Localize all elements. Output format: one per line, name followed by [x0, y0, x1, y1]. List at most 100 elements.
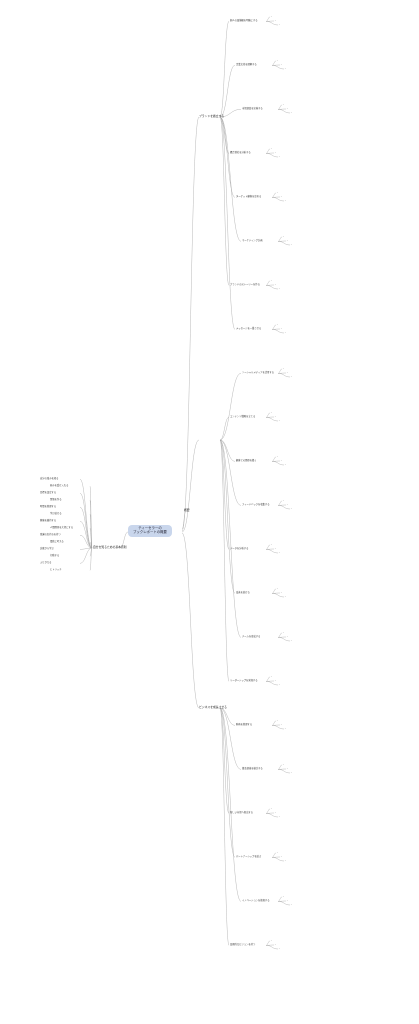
branch-growth[interactable]: ビジネスを成長させる — [199, 705, 227, 709]
leaf-node[interactable]: ・ — [282, 499, 285, 502]
leaf-node[interactable]: ・ — [284, 859, 287, 862]
leaf-node[interactable]: ・ — [278, 683, 281, 686]
leaf-node[interactable]: ・ — [278, 419, 281, 422]
left-node[interactable]: 失敗から学ぶ — [40, 547, 54, 550]
left-node[interactable]: ヒトリッチ — [50, 568, 62, 571]
right-node[interactable]: 長期的なビジョンを持つ — [230, 943, 256, 946]
leaf-node[interactable]: ・ — [280, 195, 283, 198]
left-node[interactable]: 弱みを受け入れる — [50, 484, 69, 487]
leaf-node[interactable]: ・ — [274, 19, 277, 22]
leaf-node[interactable]: ・ — [290, 507, 293, 510]
leaf-node[interactable]: ・ — [278, 815, 281, 818]
right-node[interactable]: ブランドのストーリーを作る — [230, 283, 260, 286]
leaf-node[interactable]: ・ — [270, 411, 273, 414]
leaf-node[interactable]: ・ — [280, 459, 283, 462]
right-node[interactable]: マーケティング計画 — [242, 239, 263, 242]
leaf-node[interactable]: ・ — [274, 547, 277, 550]
leaf-node[interactable]: ・ — [290, 375, 293, 378]
leaf-node[interactable]: ・ — [274, 943, 277, 946]
leaf-node[interactable]: ・ — [280, 327, 283, 330]
left-node[interactable]: 柔軟に考える — [50, 540, 64, 543]
leaf-node[interactable]: ・ — [270, 675, 273, 678]
leaf-node[interactable]: ・ — [286, 503, 289, 506]
right-node[interactable]: 資金調達を検討する — [242, 767, 263, 770]
leaf-node[interactable]: ・ — [274, 151, 277, 154]
leaf-node[interactable]: ・ — [286, 239, 289, 242]
root-node[interactable]: ティーセラーの ブックレポートの概要 — [128, 525, 172, 537]
leaf-node[interactable]: ・ — [290, 903, 293, 906]
left-node[interactable]: ふりかえる — [40, 561, 52, 564]
leaf-node[interactable]: ・ — [282, 103, 285, 106]
leaf-node[interactable]: ・ — [276, 455, 279, 458]
right-node[interactable]: 財務を管理する — [236, 723, 253, 726]
right-node[interactable]: 個人の価値観を明確にする — [230, 19, 258, 22]
leaf-node[interactable]: ・ — [270, 279, 273, 282]
right-node[interactable]: フィードバックを収集する — [242, 503, 270, 506]
right-node[interactable]: コンテンツ戦略を立てる — [230, 415, 256, 418]
left-node[interactable]: 人間関係を大切にする — [50, 526, 73, 529]
right-node[interactable]: ソーシャルメディアを活用する — [242, 371, 274, 374]
leaf-node[interactable]: ・ — [284, 595, 287, 598]
leaf-node[interactable]: ・ — [284, 331, 287, 334]
right-node[interactable]: 競合他社を分析する — [230, 151, 251, 154]
leaf-node[interactable]: ・ — [282, 763, 285, 766]
leaf-node[interactable]: ・ — [274, 415, 277, 418]
leaf-node[interactable]: ・ — [274, 283, 277, 286]
leaf-node[interactable]: ・ — [286, 371, 289, 374]
right-node[interactable]: 改善を続ける — [236, 591, 250, 594]
right-node[interactable]: イノベーションを推進する — [242, 899, 270, 902]
leaf-node[interactable]: ・ — [276, 323, 279, 326]
leaf-node[interactable]: ・ — [284, 463, 287, 466]
leaf-node[interactable]: ・ — [276, 587, 279, 590]
leaf-node[interactable]: ・ — [278, 551, 281, 554]
left-node[interactable]: 目標を設定する — [40, 491, 57, 494]
left-node[interactable]: 行動する — [50, 554, 60, 557]
leaf-node[interactable]: ・ — [290, 111, 293, 114]
leaf-node[interactable]: ・ — [282, 235, 285, 238]
leaf-node[interactable]: ・ — [286, 635, 289, 638]
left-node[interactable]: 感謝の気持ちを持つ — [40, 533, 61, 536]
left-node[interactable]: 習慣を作る — [50, 498, 62, 501]
leaf-node[interactable]: ・ — [270, 543, 273, 546]
leaf-node[interactable]: ・ — [286, 107, 289, 110]
left-node[interactable]: 時間を管理する — [40, 505, 57, 508]
leaf-node[interactable]: ・ — [274, 811, 277, 814]
right-node[interactable]: チームを育成する — [242, 635, 261, 638]
right-node[interactable]: メッセージを一貫させる — [236, 327, 262, 330]
leaf-node[interactable]: ・ — [290, 243, 293, 246]
leaf-node[interactable]: ・ — [286, 899, 289, 902]
leaf-node[interactable]: ・ — [280, 63, 283, 66]
overview-node[interactable]: 概要 — [184, 508, 190, 512]
right-node[interactable]: データを分析する — [230, 547, 249, 550]
leaf-node[interactable]: ・ — [270, 147, 273, 150]
leaf-node[interactable]: ・ — [282, 367, 285, 370]
leaf-node[interactable]: ・ — [280, 591, 283, 594]
leaf-node[interactable]: ・ — [284, 199, 287, 202]
right-node[interactable]: 企業文化を理解する — [236, 63, 257, 66]
left-node[interactable]: 自分の強みを知る — [40, 477, 59, 480]
leaf-node[interactable]: ・ — [284, 67, 287, 70]
leaf-node[interactable]: ・ — [276, 191, 279, 194]
leaf-node[interactable]: ・ — [276, 851, 279, 854]
leaf-node[interactable]: ・ — [276, 719, 279, 722]
leaf-node[interactable]: ・ — [274, 679, 277, 682]
left-node[interactable]: 学び続ける — [50, 512, 62, 515]
right-node[interactable]: パートナーシップを結ぶ — [236, 855, 262, 858]
right-node[interactable]: ターゲット顧客を定める — [236, 195, 262, 198]
leaf-node[interactable]: ・ — [270, 939, 273, 942]
leaf-node[interactable]: ・ — [286, 767, 289, 770]
right-node[interactable]: 顧客との関係を築く — [236, 459, 257, 462]
leaf-node[interactable]: ・ — [290, 771, 293, 774]
right-node[interactable]: リーダーシップを発揮する — [230, 679, 258, 682]
leaf-node[interactable]: ・ — [276, 59, 279, 62]
branch-brand[interactable]: ブランドを確立する — [199, 114, 225, 118]
leaf-node[interactable]: ・ — [278, 23, 281, 26]
leaf-node[interactable]: ・ — [278, 947, 281, 950]
leaf-node[interactable]: ・ — [278, 287, 281, 290]
leaf-node[interactable]: ・ — [284, 727, 287, 730]
leaf-node[interactable]: ・ — [280, 855, 283, 858]
leaf-node[interactable]: ・ — [278, 155, 281, 158]
right-node[interactable]: 市場調査を実施する — [242, 107, 263, 110]
left-node[interactable]: 健康を維持する — [40, 519, 57, 522]
leaf-node[interactable]: ・ — [280, 723, 283, 726]
